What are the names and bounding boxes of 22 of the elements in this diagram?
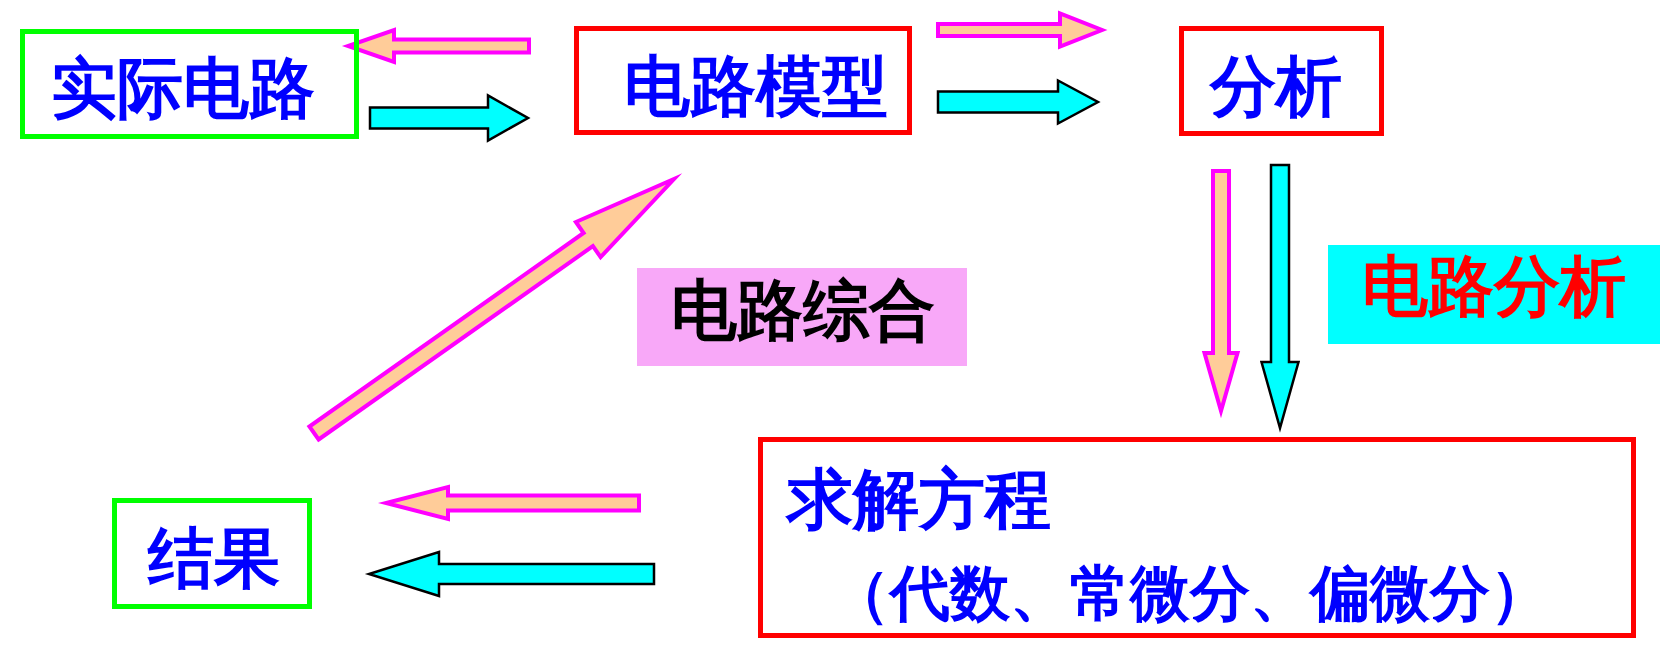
process-box [112, 498, 312, 609]
block-arrow [1259, 163, 1301, 433]
process-box [574, 26, 912, 135]
block-arrow [341, 27, 531, 65]
block-arrow [368, 93, 531, 143]
process-box [1179, 26, 1384, 136]
process-box [20, 29, 359, 139]
step-label: 实际电路 [51, 56, 315, 122]
highlight-box [637, 268, 967, 366]
block-arrow [378, 484, 641, 522]
block-arrow [1201, 169, 1241, 419]
step-label: 结果 [148, 526, 280, 592]
step-label: 电路模型 [624, 54, 888, 120]
section-label: 电路分析 [1362, 254, 1626, 320]
block-arrow [936, 78, 1101, 126]
block-arrow [936, 10, 1108, 50]
section-label: 电路综合 [671, 278, 935, 344]
block-arrow [306, 173, 683, 443]
process-box [758, 437, 1636, 638]
highlight-box [1328, 245, 1660, 344]
step-label: 分析 [1210, 54, 1342, 120]
block-arrow [364, 550, 656, 598]
